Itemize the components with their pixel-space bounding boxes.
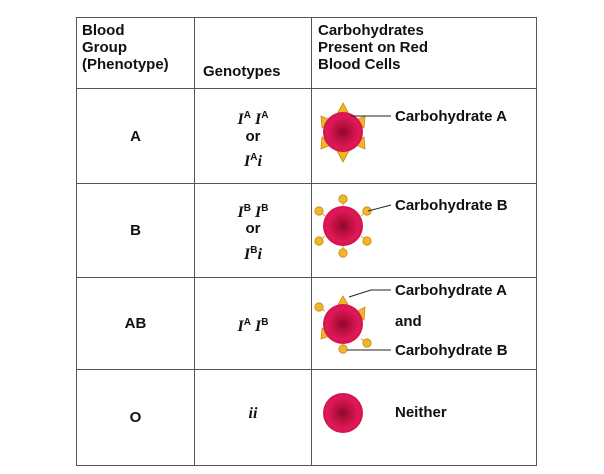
carbohydrate-b-marker	[362, 206, 372, 216]
blood-group-a: A	[130, 128, 141, 145]
carbohydrate-label-a: Carbohydrate A	[395, 108, 507, 125]
carbohydrate-label-ab-a: Carbohydrate A	[395, 282, 507, 299]
red-blood-cell	[323, 112, 363, 152]
carbohydrate-label-ab-b: Carbohydrate B	[395, 342, 508, 359]
red-blood-cell	[323, 304, 363, 344]
red-blood-cell	[323, 206, 363, 246]
genotype-b-or: or	[245, 220, 261, 237]
rbc-type-b	[314, 194, 392, 258]
header-carbohydrates: Carbohydrates Present on Red Blood Cells	[318, 22, 429, 73]
header-blood-group: Blood Group (Phenotype)	[82, 22, 169, 73]
carbohydrate-b-marker	[338, 248, 348, 258]
carbohydrate-b-marker	[338, 194, 348, 204]
rbc-type-ab	[314, 289, 391, 354]
red-blood-cell	[323, 393, 363, 433]
genotype-a-homozygous: IA IA	[237, 110, 269, 128]
rbc-type-o	[323, 393, 363, 433]
carbohydrate-label-o: Neither	[395, 404, 447, 421]
blood-group-ab: AB	[124, 315, 147, 332]
carbohydrate-b-marker	[338, 344, 348, 354]
blood-group-b: B	[130, 222, 141, 239]
genotype-o: ii	[248, 405, 258, 422]
table-border	[76, 17, 537, 466]
carbohydrate-b-marker	[362, 338, 372, 348]
genotype-a-or: or	[245, 128, 261, 145]
genotype-ab: IA IB	[237, 317, 269, 335]
carbohydrate-b-marker	[314, 236, 324, 246]
carbohydrate-b-marker	[314, 302, 324, 312]
carbohydrate-a-pointer	[348, 289, 391, 298]
carbohydrate-label-ab-and: and	[395, 313, 422, 330]
carbohydrate-label-b: Carbohydrate B	[395, 197, 508, 214]
carbohydrate-b-marker	[362, 236, 372, 246]
header-genotypes: Genotypes	[203, 63, 281, 80]
genotype-a-heterozygous: IAi	[244, 152, 262, 170]
carbohydrate-b-pointer	[367, 204, 392, 212]
carbohydrate-b-marker	[314, 206, 324, 216]
genotype-b-heterozygous: IBi	[244, 245, 262, 263]
rbc-type-a	[320, 102, 391, 163]
genotype-b-homozygous: IB IB	[237, 203, 269, 221]
blood-group-o: O	[129, 409, 142, 426]
